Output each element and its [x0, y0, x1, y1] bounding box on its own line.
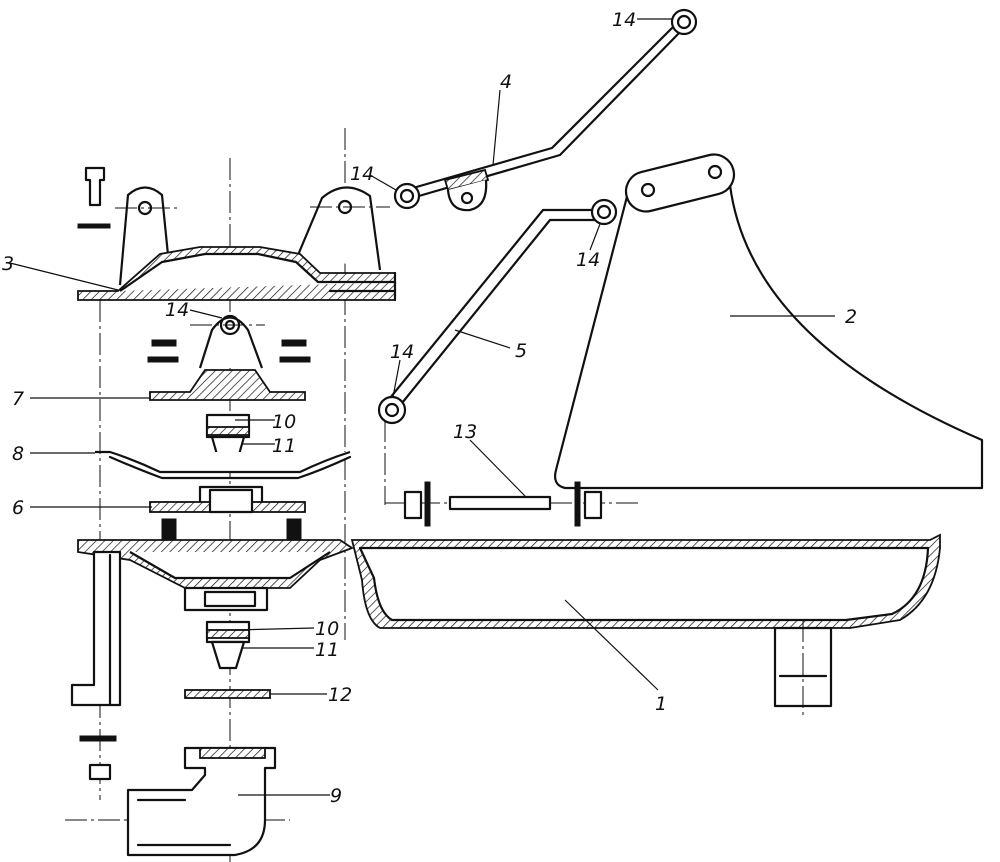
part-13-stud [384, 420, 982, 527]
part-1-tray [350, 533, 941, 716]
lower-housing [70, 539, 354, 707]
label-5: 5 [515, 340, 527, 362]
part-8-diaphragm [95, 450, 352, 480]
part-7-bracket-plate [147, 314, 311, 401]
part-4-upper-rod [393, 8, 698, 212]
label-9: 9 [330, 785, 342, 807]
label-14-lower: 14 [390, 341, 414, 363]
label-7: 7 [12, 388, 24, 410]
label-8: 8 [12, 443, 24, 465]
part-5-lower-rod [377, 198, 618, 425]
label-14-top: 14 [612, 9, 636, 31]
leader-lines [9, 18, 672, 796]
label-11-upper: 11 [272, 435, 296, 457]
label-14-bracket: 14 [165, 299, 189, 321]
label-13: 13 [453, 421, 477, 443]
label-3: 3 [2, 253, 14, 275]
part-2-flap [553, 153, 984, 490]
part-3-top-housing [77, 186, 397, 302]
bolt-top-left [77, 166, 111, 229]
label-4: 4 [500, 71, 512, 93]
label-10-lower: 10 [315, 618, 339, 640]
part-10-11-lower [205, 620, 251, 670]
label-11-lower: 11 [315, 639, 339, 661]
part-9-elbow-outlet [126, 746, 277, 857]
label-14-rod5: 14 [576, 249, 600, 271]
label-2: 2 [845, 306, 857, 328]
label-1: 1 [655, 693, 667, 715]
label-12: 12 [328, 684, 352, 706]
part-labels: 3 7 8 6 4 14 14 14 14 14 2 5 13 10 11 10… [2, 9, 857, 807]
part-12-seal [184, 689, 271, 699]
nut-bottom-left [79, 735, 117, 781]
label-6: 6 [12, 497, 24, 519]
label-14-rod4: 14 [350, 163, 374, 185]
label-10-upper: 10 [272, 411, 296, 433]
